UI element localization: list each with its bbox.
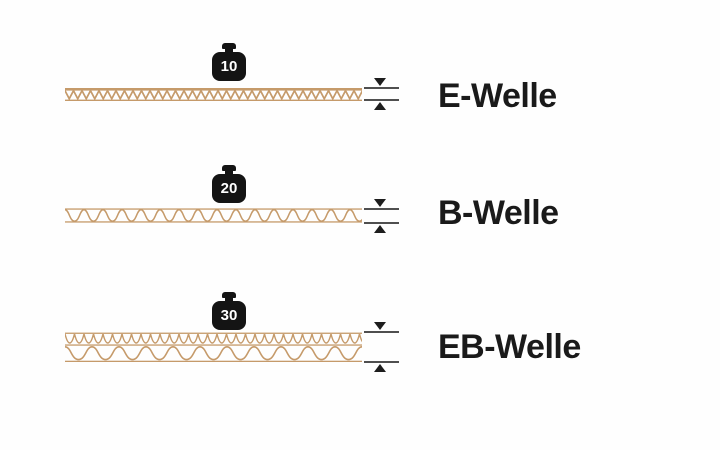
weight-neck — [225, 171, 233, 174]
weight-cap — [222, 165, 236, 171]
weight-icon: 10 — [211, 43, 247, 81]
label-eb-welle: EB-Welle — [438, 328, 581, 366]
weight-value: 30 — [220, 307, 238, 324]
weight-icon: 20 — [211, 165, 247, 203]
board-b-welle-graphic — [65, 208, 362, 223]
gauge-top-line — [364, 87, 399, 89]
thickness-gauge — [364, 199, 399, 233]
weight-icon: 30 — [211, 292, 247, 330]
gauge-bottom-line — [364, 222, 399, 224]
arrow-up-icon — [374, 102, 386, 110]
arrow-up-icon — [374, 364, 386, 372]
weight-cap — [222, 292, 236, 298]
board-b-welle — [65, 208, 362, 223]
label-e-welle: E-Welle — [438, 77, 557, 115]
weight-body: 10 — [212, 52, 246, 81]
weight-value: 10 — [220, 58, 238, 75]
weight-body: 30 — [212, 301, 246, 330]
gauge-top-line — [364, 208, 399, 210]
thickness-gauge — [364, 322, 399, 372]
arrow-up-icon — [374, 225, 386, 233]
arrow-down-icon — [374, 322, 386, 330]
weight-neck — [225, 49, 233, 52]
gauge-bottom-line — [364, 99, 399, 101]
weight-value: 20 — [220, 180, 238, 197]
gauge-bottom-line — [364, 361, 399, 363]
label-b-welle: B-Welle — [438, 194, 559, 232]
board-e-welle — [65, 88, 362, 101]
weight-neck — [225, 298, 233, 301]
thickness-gauge — [364, 78, 399, 110]
weight-cap — [222, 43, 236, 49]
board-eb-welle-graphic — [65, 332, 362, 362]
arrow-down-icon — [374, 78, 386, 86]
gauge-top-line — [364, 331, 399, 333]
arrow-down-icon — [374, 199, 386, 207]
board-e-welle-graphic — [65, 88, 362, 101]
weight-body: 20 — [212, 174, 246, 203]
board-eb-welle — [65, 332, 362, 362]
